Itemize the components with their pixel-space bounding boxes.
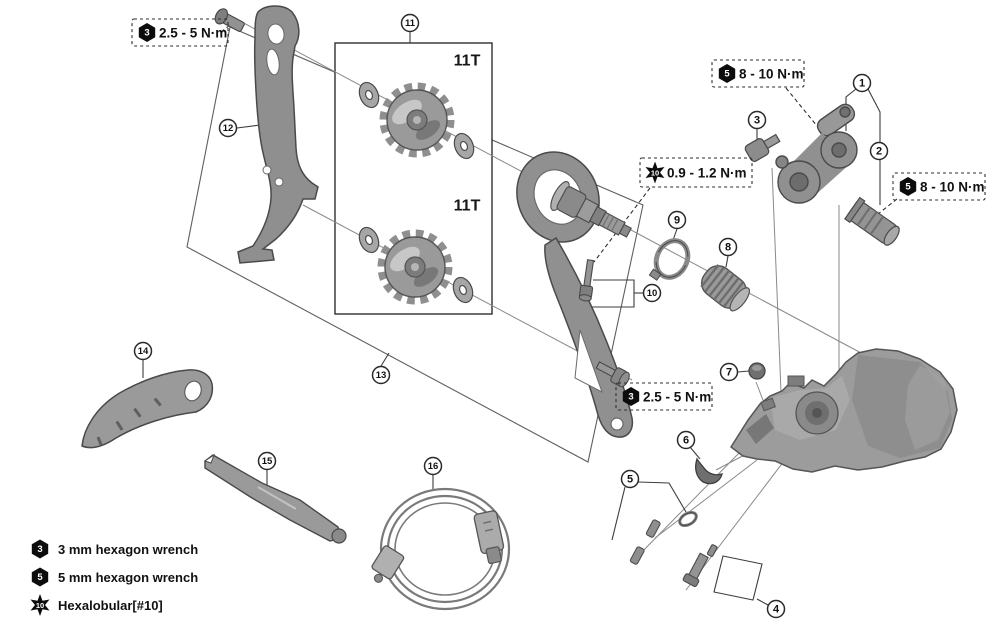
callout-7: 7 bbox=[719, 362, 739, 382]
callout-6: 6 bbox=[676, 430, 696, 450]
callout-8: 8 bbox=[718, 237, 738, 257]
svg-text:8 - 10 N·m: 8 - 10 N·m bbox=[920, 180, 985, 195]
svg-text:7: 7 bbox=[726, 367, 732, 379]
svg-text:13: 13 bbox=[376, 370, 387, 381]
svg-text:3: 3 bbox=[628, 392, 633, 403]
callout-5: 5 bbox=[620, 469, 640, 489]
pulley-teeth-label-1: 11T bbox=[454, 53, 481, 70]
svg-text:8: 8 bbox=[725, 242, 731, 254]
callout-9: 9 bbox=[667, 210, 687, 230]
svg-text:5: 5 bbox=[724, 69, 730, 80]
chain-guide-plate bbox=[81, 369, 214, 449]
snap-ring bbox=[648, 238, 691, 281]
skid-wedge bbox=[695, 457, 723, 485]
callout-10: 10 bbox=[642, 283, 662, 303]
cage-outline bbox=[186, 26, 644, 463]
callout-15: 15 bbox=[257, 451, 277, 471]
svg-text:2: 2 bbox=[876, 146, 882, 158]
legend-item-3: 3 3 mm hexagon wrench bbox=[31, 539, 198, 559]
svg-text:2.5 - 5 N·m: 2.5 - 5 N·m bbox=[643, 390, 711, 405]
leader-lines bbox=[142, 32, 881, 606]
derailleur-body bbox=[729, 348, 958, 473]
svg-text:10: 10 bbox=[647, 288, 658, 299]
svg-text:3: 3 bbox=[754, 115, 760, 127]
electric-wire bbox=[371, 487, 511, 611]
callout-16: 16 bbox=[423, 456, 443, 476]
svg-text:9: 9 bbox=[674, 215, 680, 227]
torque-top-left: 3 2.5 - 5 N·m bbox=[131, 18, 229, 47]
svg-text:5: 5 bbox=[37, 572, 43, 583]
svg-text:3: 3 bbox=[144, 28, 149, 39]
torque-hexalobular: 10 0.9 - 1.2 N·m bbox=[639, 157, 753, 188]
torque-right: 5 8 - 10 N·m bbox=[892, 172, 986, 201]
svg-text:12: 12 bbox=[223, 123, 234, 134]
svg-text:10: 10 bbox=[651, 169, 659, 178]
cage-axle-unit bbox=[550, 181, 632, 238]
end-plug bbox=[748, 362, 766, 380]
svg-text:5: 5 bbox=[905, 182, 911, 193]
guide-pulley bbox=[379, 82, 455, 158]
callout-12: 12 bbox=[218, 118, 238, 138]
svg-text:10: 10 bbox=[36, 601, 44, 610]
pin-tool bbox=[203, 453, 347, 544]
legend-item-10: 10 Hexalobular[#10] bbox=[30, 594, 163, 616]
svg-text:16: 16 bbox=[428, 461, 439, 472]
pulley-teeth-label-2: 11T bbox=[454, 198, 481, 215]
svg-text:11: 11 bbox=[405, 18, 416, 29]
cage-bolt-top bbox=[214, 8, 245, 32]
svg-text:2.5 - 5 N·m: 2.5 - 5 N·m bbox=[159, 26, 227, 41]
callout-3: 3 bbox=[747, 110, 767, 130]
svg-text:Hexalobular[#10]: Hexalobular[#10] bbox=[58, 598, 163, 613]
svg-text:15: 15 bbox=[262, 456, 273, 467]
callout-2: 2 bbox=[869, 141, 889, 161]
svg-text:5: 5 bbox=[627, 474, 633, 486]
callout-13: 13 bbox=[371, 365, 391, 385]
spring bbox=[700, 264, 751, 312]
cable-fixing-bolt bbox=[744, 133, 781, 162]
cage-bolt-lower bbox=[595, 361, 630, 388]
svg-text:4: 4 bbox=[773, 604, 780, 616]
torque-mid: 3 2.5 - 5 N·m bbox=[615, 382, 713, 411]
callout-4: 4 bbox=[766, 599, 786, 619]
svg-text:3: 3 bbox=[37, 544, 42, 555]
svg-text:3 mm hexagon wrench: 3 mm hexagon wrench bbox=[58, 542, 198, 557]
svg-text:6: 6 bbox=[683, 435, 689, 447]
tool-legend: 3 3 mm hexagon wrench 5 5 mm hexagon wrench… bbox=[30, 539, 198, 616]
bracket-axle-unit bbox=[775, 103, 858, 204]
svg-text:1: 1 bbox=[859, 78, 865, 90]
callout-14: 14 bbox=[133, 341, 153, 361]
legend-item-5: 5 5 mm hexagon wrench bbox=[31, 567, 198, 587]
tension-pulley bbox=[377, 229, 453, 305]
frame-fixing-bolt bbox=[844, 196, 900, 246]
mounting-bolt bbox=[682, 544, 718, 588]
svg-text:14: 14 bbox=[138, 346, 149, 357]
svg-text:0.9 - 1.2 N·m: 0.9 - 1.2 N·m bbox=[667, 166, 747, 181]
pulley-washers bbox=[358, 81, 475, 304]
callout-1: 1 bbox=[852, 73, 872, 93]
inner-cage-plate bbox=[237, 5, 319, 264]
adjustment-screws bbox=[629, 510, 698, 565]
torque-top-right: 5 8 - 10 N·m bbox=[711, 59, 805, 88]
callout-11: 11 bbox=[400, 13, 420, 33]
svg-text:5 mm hexagon wrench: 5 mm hexagon wrench bbox=[58, 570, 198, 585]
stop-screw bbox=[578, 259, 595, 302]
svg-text:8 - 10 N·m: 8 - 10 N·m bbox=[739, 67, 804, 82]
